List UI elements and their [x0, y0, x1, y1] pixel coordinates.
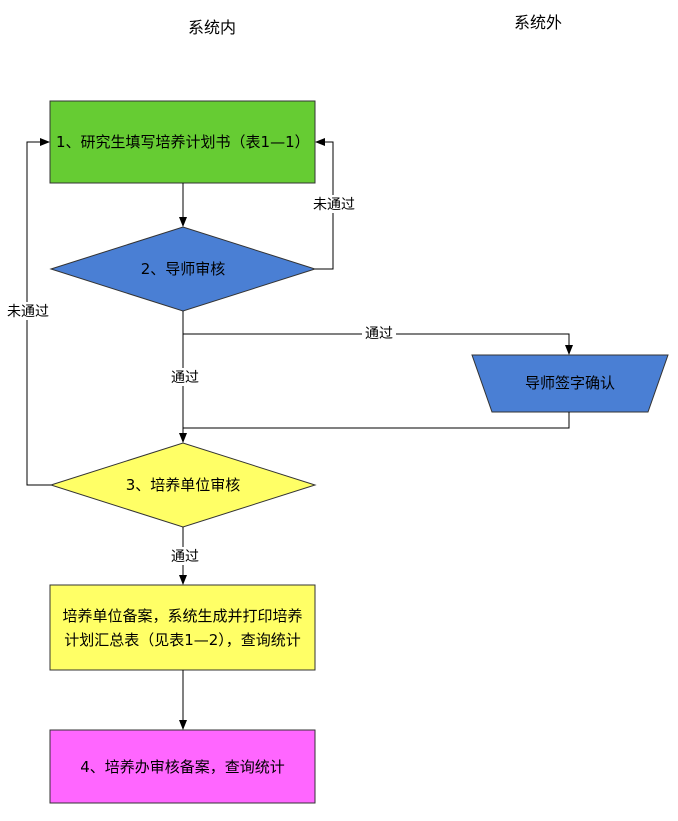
- confirm-trapezoid: [471, 354, 669, 413]
- label-pass-confirm: 通过: [365, 326, 393, 342]
- step4-box: [49, 729, 316, 804]
- step2-label: 2、导师审核: [140, 260, 226, 278]
- header-inside: 系统内: [188, 18, 236, 37]
- edge-confirm-step3: [183, 412, 570, 429]
- label-pass-record: 通过: [171, 549, 199, 565]
- record-label: 培养单位备案，系统生成并打印培养计划汇总表（见表1—2），查询统计: [62, 606, 303, 649]
- step1-label: 1、研究生填写培养计划书（表1—1）: [56, 133, 310, 151]
- confirm-label: 导师签字确认: [524, 374, 615, 392]
- label-pass-down: 通过: [171, 370, 199, 386]
- label-reject-left: 未通过: [7, 304, 49, 320]
- step3-label: 3、培养单位审核: [125, 476, 241, 494]
- step4-label: 4、培养办审核备案，查询统计: [80, 757, 285, 776]
- step1-box: [49, 100, 316, 184]
- label-reject-right: 未通过: [313, 197, 355, 213]
- record-box: [49, 584, 316, 671]
- header-outside: 系统外: [514, 13, 562, 32]
- step3-diamond: [49, 442, 317, 528]
